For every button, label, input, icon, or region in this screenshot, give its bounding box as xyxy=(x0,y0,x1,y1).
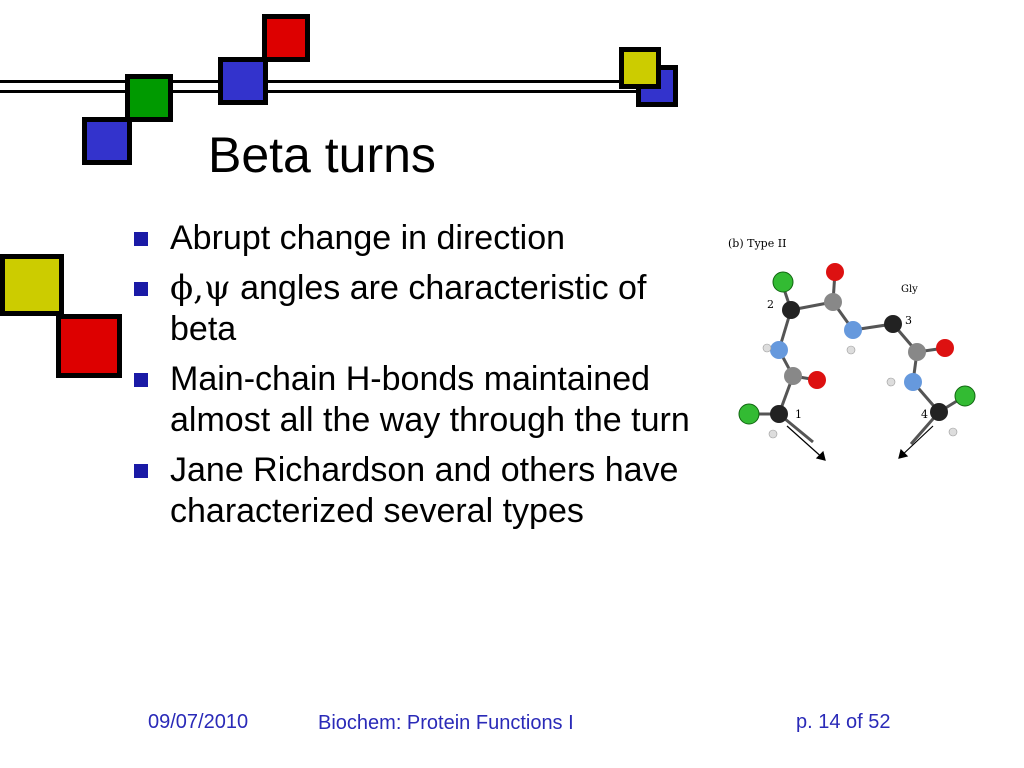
bullet-square-icon xyxy=(134,232,148,246)
deco-square-green xyxy=(125,74,173,122)
deco-line-top-2 xyxy=(0,90,660,93)
slide-title: Beta turns xyxy=(208,127,436,183)
bullet-item: ϕ,ψ angles are characteristic of beta xyxy=(130,268,690,350)
footer-date: 09/07/2010 xyxy=(148,711,249,733)
gly-label: Gly xyxy=(901,284,918,295)
residue-label-3: 3 xyxy=(905,314,912,327)
bullet-item: Abrupt change in direction xyxy=(130,218,690,259)
deco-square-yellow-left xyxy=(0,254,64,316)
bullet-square-icon xyxy=(134,464,148,478)
footer-course: Biochem: Protein Functions I xyxy=(318,712,574,734)
bullet-square-icon xyxy=(134,282,148,296)
deco-square-red-top xyxy=(262,14,310,62)
residue-label-2: 2 xyxy=(767,298,774,311)
deco-square-red-left xyxy=(56,314,122,378)
bullet-text: Jane Richardson and others have characte… xyxy=(170,451,679,530)
deco-square-blue-left xyxy=(82,117,132,165)
bullet-square-icon xyxy=(134,373,148,387)
deco-square-yellow-right xyxy=(619,47,661,89)
deco-square-blue-top xyxy=(218,57,268,105)
residue-label-1: 1 xyxy=(795,408,802,421)
arrow-icon xyxy=(786,425,934,461)
deco-line-top-1 xyxy=(0,80,660,83)
bullet-item: Main-chain H-bonds maintained almost all… xyxy=(130,359,690,441)
residue-label-4: 4 xyxy=(921,408,928,421)
beta-turn-type-ii-figure: (b) Type II xyxy=(728,237,976,461)
bullet-text: Abrupt change in direction xyxy=(170,219,566,257)
footer-page-number: p. 14 of 52 xyxy=(796,711,891,733)
molecule-atoms xyxy=(738,263,976,439)
bullet-text: Main-chain H-bonds maintained almost all… xyxy=(170,360,690,439)
bullet-text: angles are characteristic of beta xyxy=(170,269,647,348)
phi-psi-symbol: ϕ,ψ xyxy=(170,268,231,308)
bullet-list: Abrupt change in direction ϕ,ψ angles ar… xyxy=(130,218,690,541)
bullet-item: Jane Richardson and others have characte… xyxy=(130,450,690,532)
figure-panel-label: (b) Type II xyxy=(728,237,786,250)
